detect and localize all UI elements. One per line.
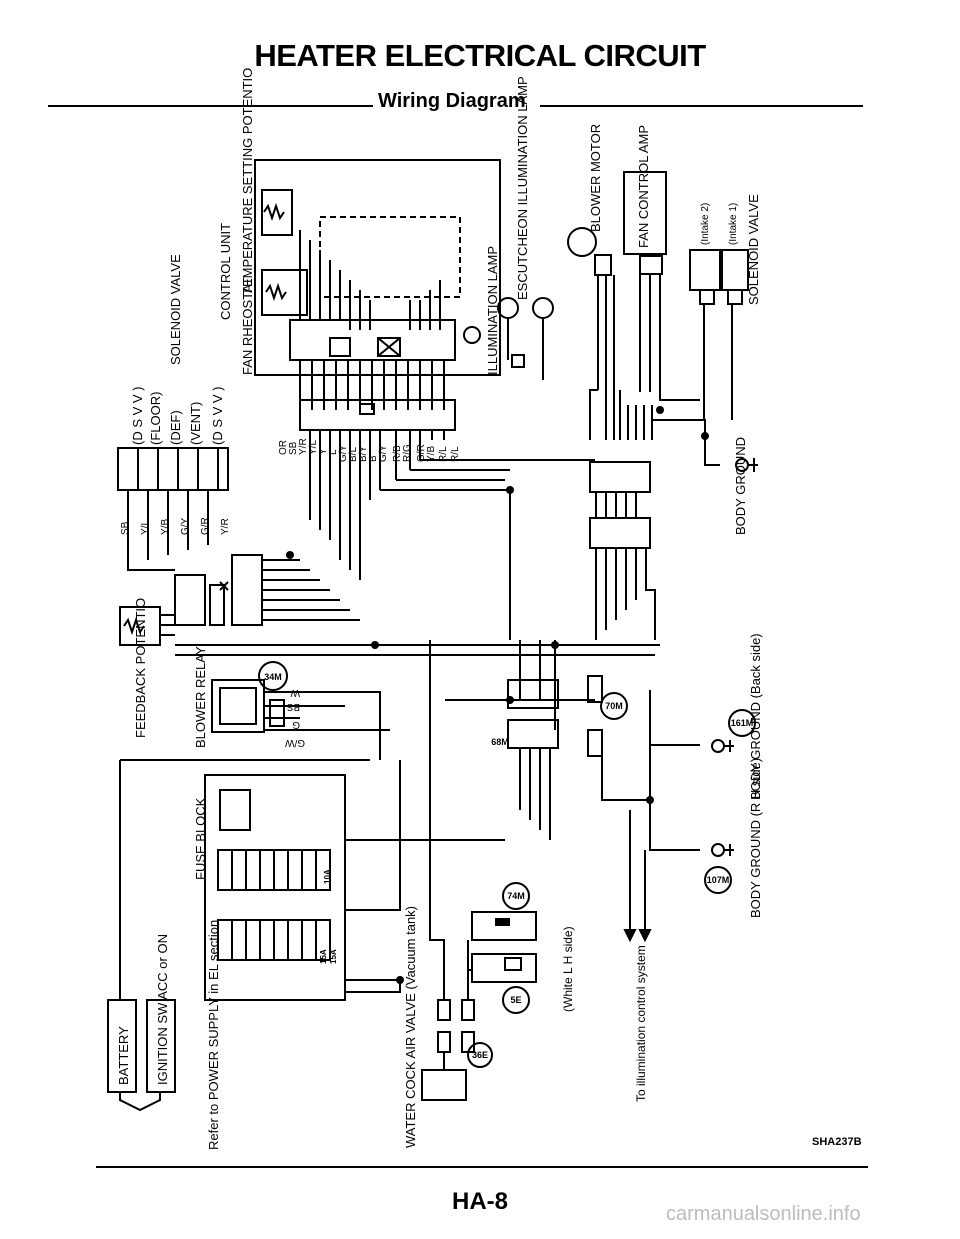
subtitle-rule-right xyxy=(540,105,863,107)
wire-relay-1: BS xyxy=(286,701,300,712)
watermark: carmanualsonline.info xyxy=(666,1203,861,1225)
escutcheon-label: ESCUTCHEON ILLUMINATION LAMP xyxy=(515,76,530,300)
fuse-10a: 10A xyxy=(323,869,332,884)
wire-center-2: Y/R xyxy=(298,438,309,455)
blower-motor-circle xyxy=(567,227,597,257)
to-illumination-label: To illumination control system xyxy=(634,945,648,1102)
def-label: (DEF) xyxy=(168,410,183,445)
solenoid-valve-right-label: SOLENOID VALVE xyxy=(746,194,761,305)
wire-center-9: B xyxy=(368,455,379,462)
fan-rheostat-box xyxy=(261,269,308,316)
fan-control-amp-box xyxy=(623,171,667,255)
intake1-label: (Intake 1) xyxy=(728,203,739,245)
wire-center-16: R/L xyxy=(450,446,461,462)
body-ground-1-label: BODY GROUND xyxy=(733,437,748,535)
wire-relay-2: G xyxy=(292,719,300,730)
control-unit-label: CONTROL UNIT xyxy=(218,223,233,320)
wire-center-13: G/R xyxy=(416,444,427,462)
wire-left-1: Y/L xyxy=(140,520,151,535)
dsvv-bottom-label: (D S V V ) xyxy=(210,386,225,445)
wire-center-8: B/Y xyxy=(358,446,369,462)
page-number: HA-8 xyxy=(451,1188,508,1215)
dsvv-solenoids xyxy=(117,447,229,491)
wire-center-11: R/B xyxy=(392,445,403,462)
power-supply-ref-label: Refer to POWER SUPPLY in EL section xyxy=(206,920,221,1150)
white-lh-label: (White L H side) xyxy=(561,926,575,1012)
ignition-sw-label: IGNITION SW ACC or ON xyxy=(155,934,170,1085)
fuse-block-box xyxy=(204,774,346,1001)
wire-relay-3: G/W xyxy=(284,737,305,748)
wire-left-3: G/Y xyxy=(180,517,191,535)
temp-potentio-label: TEMPERATURE SETTING POTENTIO xyxy=(240,68,255,295)
illumination-lamp-label: ILLUMINATION LAMP xyxy=(485,246,500,375)
fan-control-amp-label: FAN CONTROL AMP xyxy=(636,125,651,248)
control-unit-box xyxy=(254,159,501,376)
wire-center-15: R/L xyxy=(438,446,449,462)
connector-36e: 36E xyxy=(472,1050,488,1060)
vent-label: (VENT) xyxy=(188,402,203,445)
wire-left-4: G/R xyxy=(200,517,211,535)
connector-107m: 107M xyxy=(707,875,730,885)
connector-68m: 68M xyxy=(491,737,509,747)
battery-box xyxy=(107,999,137,1093)
wire-center-4: Y xyxy=(318,448,329,455)
blower-motor-label: BLOWER MOTOR xyxy=(588,124,603,232)
battery-label: BATTERY xyxy=(116,1026,131,1085)
wire-center-1: SB xyxy=(288,441,299,455)
connector-74m: 74M xyxy=(507,891,525,901)
fuse-15a-1: 15A xyxy=(319,949,328,964)
wire-left-2: Y/B xyxy=(160,519,171,535)
page-title: HEATER ELECTRICAL CIRCUIT xyxy=(254,38,706,73)
connector-34m: 34M xyxy=(264,672,282,682)
floor-label: (FLOOR) xyxy=(148,392,163,445)
wire-left-0: SB xyxy=(120,521,131,535)
blower-relay-label: BLOWER RELAY xyxy=(193,646,208,748)
wire-relay-0: W xyxy=(290,687,300,698)
body-ground-2-label: BODY GROUND (Back side) xyxy=(748,633,763,800)
wire-center-12: R/G xyxy=(402,444,413,462)
intake2-label: (Intake 2) xyxy=(700,203,711,245)
figure-code: SHA237B xyxy=(812,1136,862,1148)
temp-potentio-box xyxy=(261,189,293,236)
connector-5e: 5E xyxy=(510,995,521,1005)
wire-center-7: B/L xyxy=(348,447,359,462)
wire-center-5: L xyxy=(328,449,339,455)
subtitle-row: Wiring Diagram xyxy=(48,90,863,120)
fuse-block-label: FUSE BLOCK xyxy=(193,797,208,880)
feedback-potentio-label: FEEDBACK POTENTIO xyxy=(133,598,148,738)
wire-left-5: Y/R xyxy=(220,518,231,535)
wire-center-0: OR xyxy=(278,440,289,455)
wire-center-14: Y/B xyxy=(426,446,437,462)
fuse-15a-2: 15A xyxy=(329,949,338,964)
fan-rheostat-label: FAN RHEOSTAT xyxy=(240,277,255,375)
solenoid-valve-left-label: SOLENOID VALVE xyxy=(168,254,183,365)
wire-center-6: G/Y xyxy=(338,444,349,462)
connector-161m: 161M xyxy=(731,718,754,728)
footer-rule xyxy=(96,1166,868,1168)
body-ground-3-label: BODY GROUND (R H side) xyxy=(748,758,763,918)
dsvv-top-label: (D S V V ) xyxy=(130,386,145,445)
water-cock-label: WATER COCK AIR VALVE (Vacuum tank) xyxy=(403,906,418,1148)
subtitle-rule-left xyxy=(48,105,373,107)
wire-center-10: G/Y xyxy=(378,444,389,462)
subtitle: Wiring Diagram xyxy=(378,90,526,112)
connector-70m: 70M xyxy=(605,701,623,711)
wire-center-3: Y/L xyxy=(308,440,319,455)
